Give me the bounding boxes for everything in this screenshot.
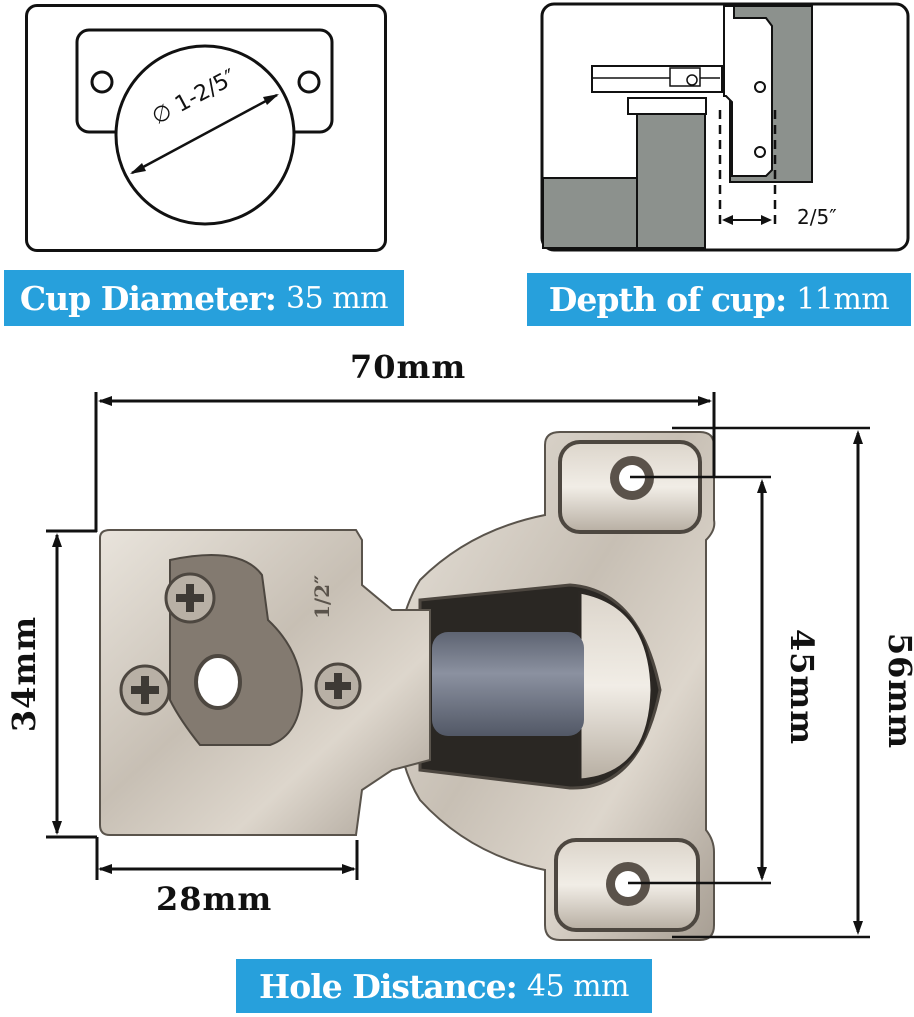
cup-diameter-value: 35 mm xyxy=(285,280,389,316)
cup-depth-value: 11mm xyxy=(796,282,890,317)
hole-distance-label: Hole Distance: xyxy=(259,966,518,1006)
cup-depth-drawing xyxy=(540,2,910,252)
cup-diameter-label: Cup Diameter: xyxy=(19,278,277,318)
hinge-size-stamp: 1/2″ xyxy=(310,574,335,620)
arm-height-label: 34mm xyxy=(5,615,44,733)
cup-diameter-drawing xyxy=(75,28,334,226)
plate-height-label: 56mm xyxy=(881,632,914,750)
hole-distance-banner: Hole Distance: 45 mm xyxy=(236,959,652,1013)
hole-distance-value: 45 mm xyxy=(526,968,630,1004)
hinge-illustration xyxy=(99,431,716,941)
cup-depth-annotation: 2/5″ xyxy=(797,205,837,229)
dimension-lines xyxy=(46,392,870,939)
hole-spacing-label: 45mm xyxy=(783,628,822,746)
cup-depth-label: Depth of cup: xyxy=(548,280,787,319)
overall-width-label: 70mm xyxy=(350,348,467,386)
cup-depth-banner: Depth of cup: 11mm xyxy=(527,273,911,326)
cup-diameter-banner: Cup Diameter: 35 mm xyxy=(4,270,404,326)
arm-width-label: 28mm xyxy=(156,880,273,918)
